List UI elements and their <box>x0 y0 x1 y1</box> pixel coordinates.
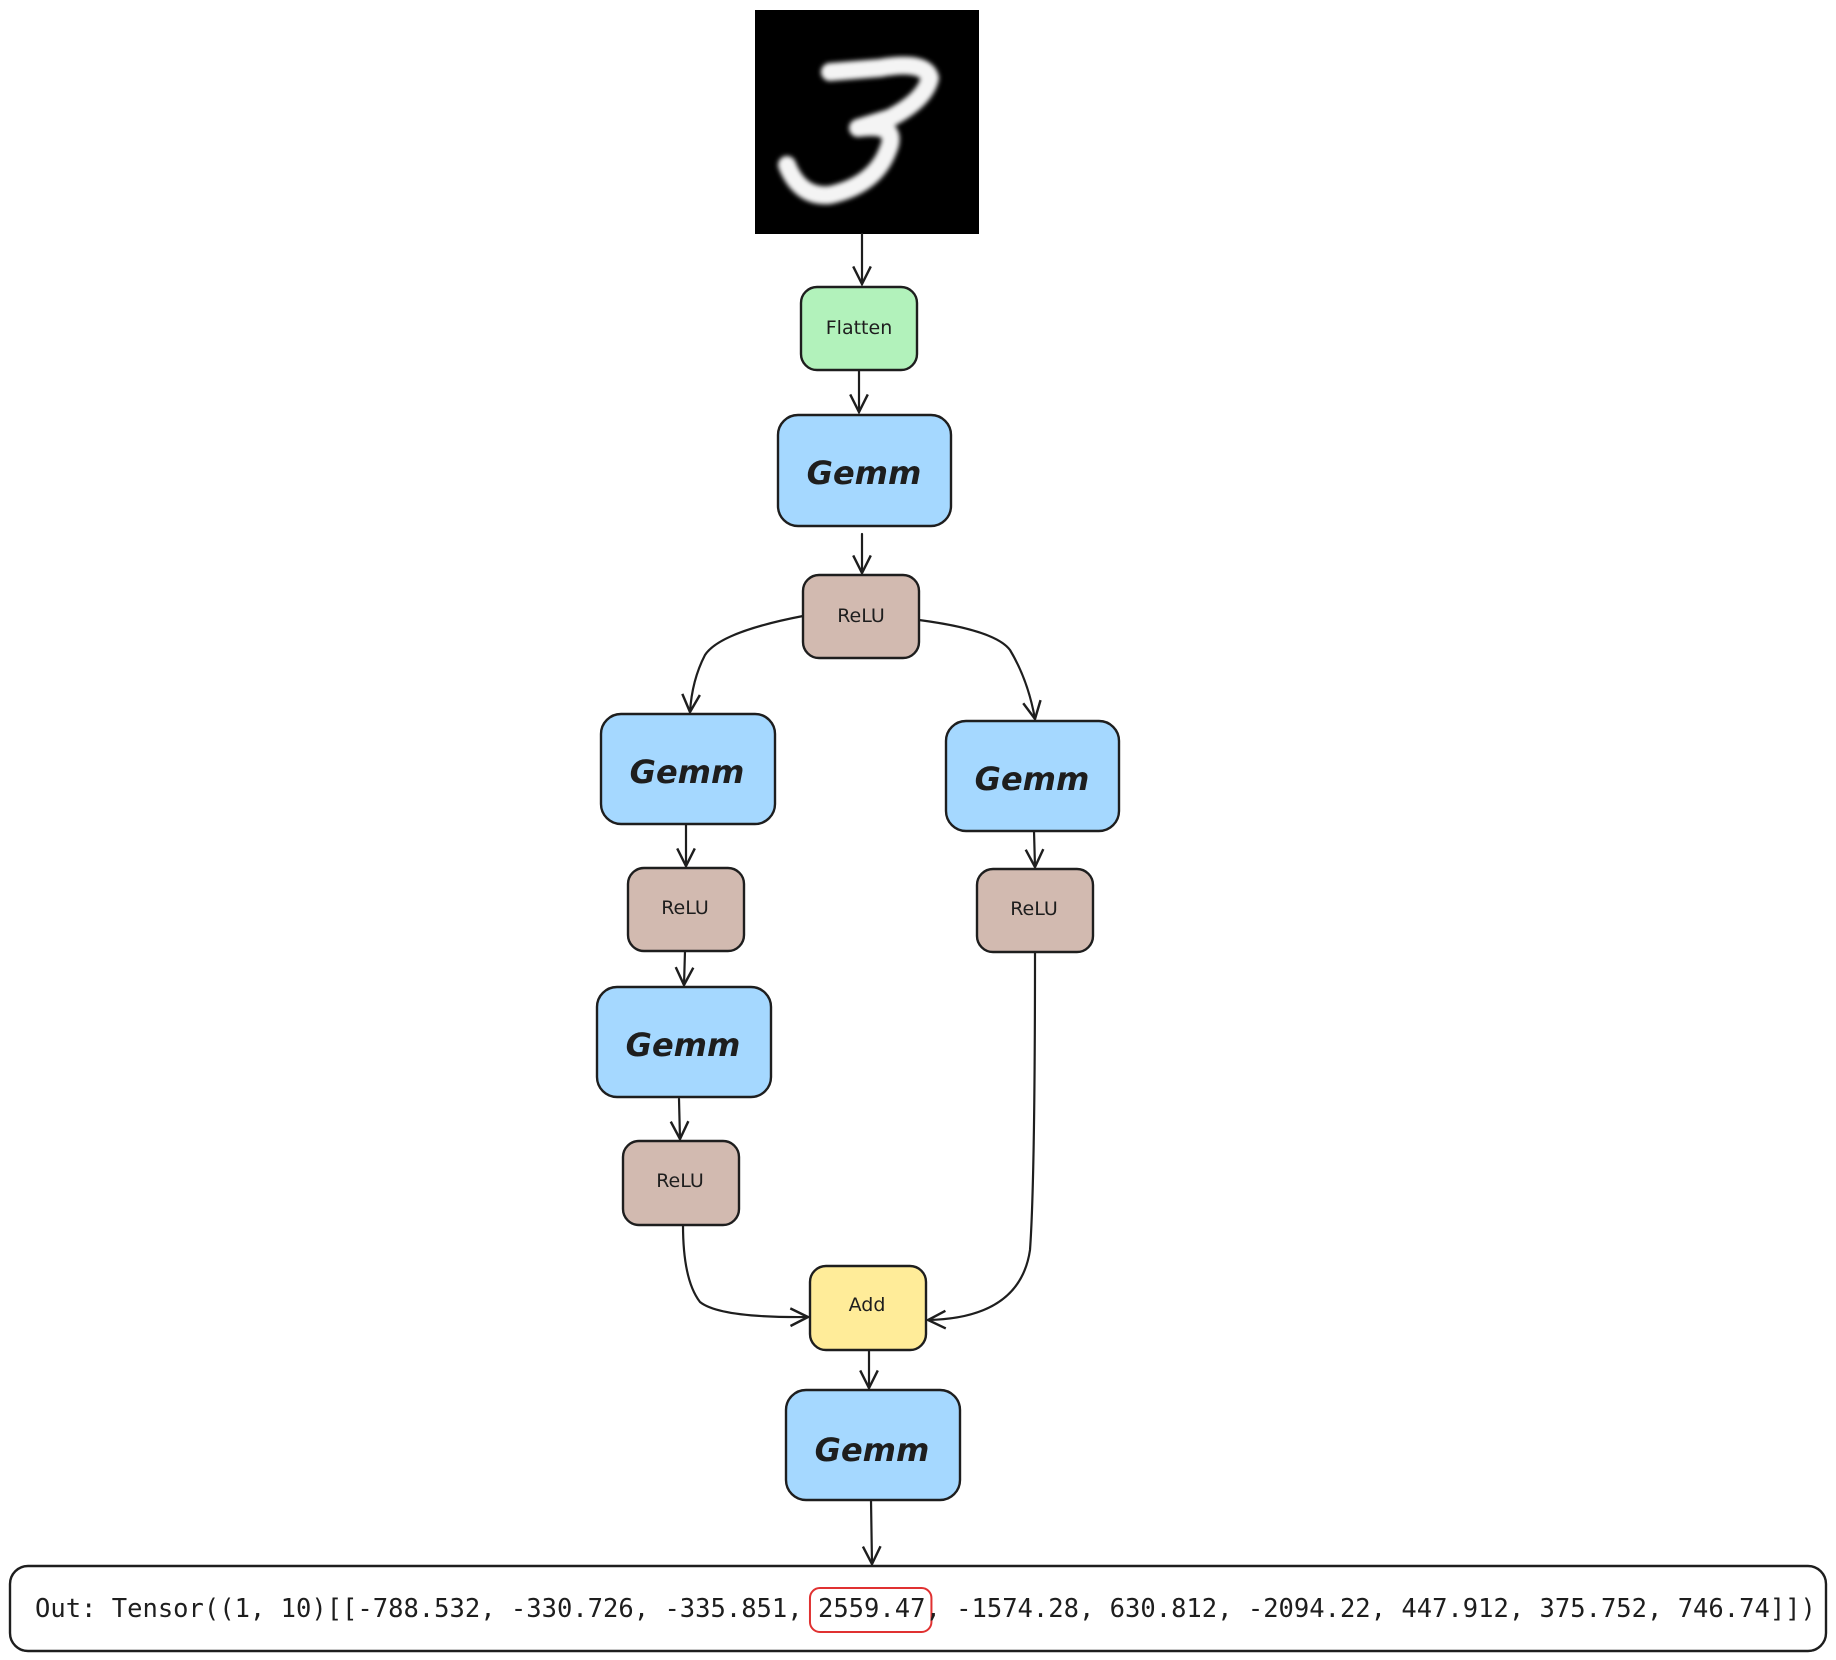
highlight-box <box>808 1587 933 1633</box>
node-relu-left-1[interactable]: ReLU <box>626 866 746 953</box>
node-add[interactable]: Add <box>808 1264 928 1352</box>
node-label: ReLU <box>661 897 709 919</box>
node-relu-right[interactable]: ReLU <box>975 867 1095 954</box>
node-gemm-1[interactable]: Gemm <box>776 413 953 528</box>
digit-3-stroke <box>778 56 939 205</box>
edge-gemmright-reluright <box>1034 829 1035 867</box>
output-highlighted-value: 2559.47 <box>818 1594 925 1624</box>
node-label: Flatten <box>826 317 892 339</box>
node-label: Gemm <box>815 1431 930 1469</box>
node-gemm-left-2[interactable]: Gemm <box>595 985 773 1099</box>
output-suffix: , -1574.28, 630.812, -2094.22, 447.912, … <box>925 1594 1815 1624</box>
node-relu-1[interactable]: ReLU <box>801 573 921 660</box>
node-gemm-left-1[interactable]: Gemm <box>599 712 777 826</box>
edge-reluright-add <box>928 950 1037 1320</box>
node-label: Add <box>849 1294 886 1316</box>
edge-relu1-gemmright <box>917 618 1035 719</box>
node-flatten[interactable]: Flatten <box>799 285 919 372</box>
node-relu-left-2[interactable]: ReLU <box>621 1139 741 1227</box>
edge-gemmleft2-reluleft2 <box>679 1097 680 1139</box>
edge-gemmfinal-output <box>871 1498 872 1564</box>
input-digit-image <box>755 10 979 234</box>
node-label: ReLU <box>837 605 885 627</box>
node-label: Gemm <box>626 1026 741 1064</box>
edge-reluleft2-add <box>681 1223 808 1317</box>
node-label: ReLU <box>656 1170 704 1192</box>
edge-relu1-gemmleft <box>690 614 805 712</box>
edges <box>679 232 1037 1564</box>
node-gemm-final[interactable]: Gemm <box>784 1388 962 1502</box>
node-label: ReLU <box>1010 898 1058 920</box>
node-label: Gemm <box>807 454 922 492</box>
edge-reluleft1-gemmleft2 <box>684 949 685 985</box>
output-prefix: Out: Tensor((1, 10)[[-788.532, -330.726,… <box>35 1594 818 1624</box>
node-label: Gemm <box>975 760 1090 798</box>
node-gemm-right[interactable]: Gemm <box>944 719 1121 833</box>
node-label: Gemm <box>630 753 745 791</box>
output-box: Out: Tensor((1, 10)[[-788.532, -330.726,… <box>8 1564 1828 1653</box>
output-text: Out: Tensor((1, 10)[[-788.532, -330.726,… <box>35 1594 1816 1624</box>
